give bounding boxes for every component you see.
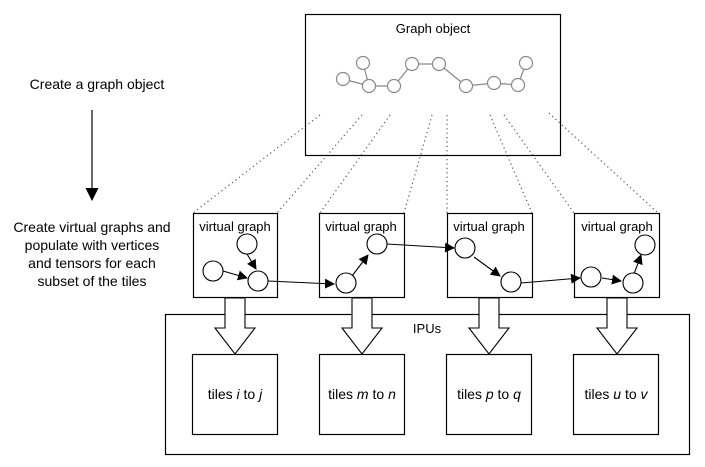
mapping-arrow	[595, 297, 639, 355]
tiles-box-3: tiles p to q	[445, 353, 533, 436]
mapping-line	[319, 114, 391, 214]
step-create-virtual-label: Create virtual graphs and populate with …	[13, 219, 170, 289]
graph-vertex	[486, 75, 502, 91]
vertex	[500, 271, 522, 293]
svg-text:populate with vertices: populate with vertices	[25, 237, 160, 253]
tiles-box-4: tiles u to v	[572, 353, 660, 436]
vertex	[634, 234, 656, 256]
mapping-arrow	[213, 297, 257, 355]
mapping-line	[403, 114, 433, 214]
mapping-line	[548, 112, 659, 214]
svg-text:and tensors for each: and tensors for each	[28, 255, 156, 271]
vertex	[202, 260, 224, 282]
vertex	[247, 270, 269, 292]
mapping-line	[192, 114, 321, 214]
tiles-label: tiles m to n	[328, 386, 396, 402]
graph-vertex	[361, 78, 377, 94]
graph-vertex	[518, 55, 534, 71]
vertex	[366, 233, 388, 255]
virtual-graph-2: virtual graph	[318, 212, 406, 299]
tiles-label: tiles u to v	[584, 386, 648, 402]
graph-vertex	[386, 78, 402, 94]
vertex	[454, 237, 476, 259]
vertex	[622, 272, 644, 294]
svg-text:subset of the tiles: subset of the tiles	[38, 273, 147, 289]
mapping-line	[276, 114, 363, 214]
virtual-graph-label: virtual graph	[199, 219, 271, 234]
step-create-graph-label: Create a graph object	[30, 76, 165, 92]
graph-object-network	[335, 55, 534, 94]
vertex	[580, 266, 602, 288]
svg-text:Create virtual graphs and: Create virtual graphs and	[13, 219, 170, 235]
graph-vertex	[431, 56, 447, 72]
vertex	[335, 272, 357, 294]
tiles-label: tiles i to j	[208, 386, 263, 402]
mapping-arrow	[467, 297, 511, 355]
ipus-label: IPUs	[413, 321, 442, 336]
virtual-graph-vertices	[202, 233, 656, 294]
hollow-arrows	[213, 297, 639, 355]
virtual-graph-label: virtual graph	[453, 219, 525, 234]
mapping-dotted-lines	[192, 112, 659, 214]
mapping-line	[503, 114, 575, 214]
graph-object-title: Graph object	[396, 21, 471, 36]
graph-vertex	[404, 56, 420, 72]
virtual-graph-label: virtual graph	[581, 219, 653, 234]
mapping-line	[489, 114, 533, 214]
graph-vertex	[458, 78, 474, 94]
mapping-arrow	[340, 297, 384, 355]
virtual-graph-edges	[222, 242, 643, 289]
tiles-box-1: tiles i to j	[191, 353, 279, 436]
tiles-box-2: tiles m to n	[318, 353, 406, 436]
graph-vertex	[335, 71, 351, 87]
graph-object-box: Graph object	[304, 13, 562, 157]
graph-vertex	[355, 55, 371, 71]
virtual-graph-label: virtual graph	[325, 219, 397, 234]
tiles-label: tiles p to q	[457, 386, 521, 402]
graph-vertex	[510, 77, 526, 93]
vertex	[236, 233, 258, 255]
